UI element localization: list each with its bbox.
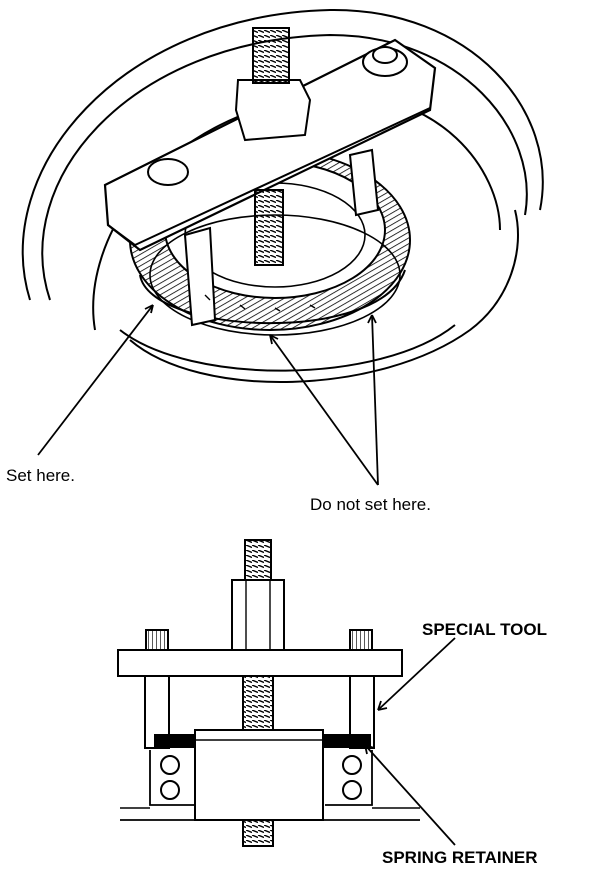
right-bearing-race — [325, 750, 373, 806]
bottom-rod-top — [244, 539, 272, 583]
bottom-leader-lines — [364, 637, 456, 846]
left-bearing-race — [149, 750, 195, 806]
right-bearing-ball-top — [342, 755, 362, 775]
right-puller-leg — [348, 148, 380, 217]
label-spring-retainer: SPRING RETAINER — [382, 848, 538, 867]
center-rod-lower — [254, 189, 284, 266]
bearing-base — [139, 269, 406, 325]
tool-bridge-front-edge — [107, 107, 431, 247]
housing-arc-2 — [41, 33, 528, 301]
spring-retainer-arrowhead — [364, 744, 375, 755]
inner-hub — [194, 729, 324, 821]
bottom-cross-section — [117, 539, 420, 847]
spring-retainer-leader — [364, 744, 456, 846]
housing-lower-arc-2 — [119, 324, 456, 372]
top-leader-lines — [37, 304, 379, 486]
do-not-set-arrowhead-left — [269, 334, 279, 345]
left-puller-leg — [183, 226, 217, 327]
left-bearing-ball-top — [160, 755, 180, 775]
set-here-arrowhead — [144, 304, 154, 314]
left-retainer — [154, 734, 196, 748]
set-here-leader — [37, 304, 154, 456]
inner-race-marks — [204, 294, 316, 312]
bottom-crossbar — [117, 649, 403, 677]
housing-outer-arc — [21, 8, 544, 301]
label-do-not-set-here: Do not set here. — [310, 495, 431, 514]
right-retainer — [324, 734, 371, 748]
special-tool-arrowhead — [377, 700, 388, 711]
right-bolt-top — [372, 46, 398, 64]
label-set-here: Set here. — [6, 466, 75, 485]
label-special-tool: SPECIAL TOOL — [422, 620, 548, 639]
do-not-set-leader-left — [269, 334, 379, 486]
center-rod-top — [252, 27, 290, 84]
left-small-bolt — [145, 629, 169, 651]
right-bearing-ball-bottom — [342, 780, 362, 800]
bottom-hex-nut — [231, 579, 285, 653]
center-nut — [234, 79, 312, 142]
special-tool-leader — [377, 637, 456, 711]
do-not-set-leader-right — [371, 314, 379, 486]
left-bolt-head — [147, 158, 189, 186]
do-not-set-arrowhead-right — [367, 314, 377, 324]
top-assembly-drawing — [21, 8, 544, 383]
left-bearing-ball-bottom — [160, 780, 180, 800]
housing-lower-arc — [129, 209, 519, 383]
right-small-bolt — [349, 629, 373, 651]
